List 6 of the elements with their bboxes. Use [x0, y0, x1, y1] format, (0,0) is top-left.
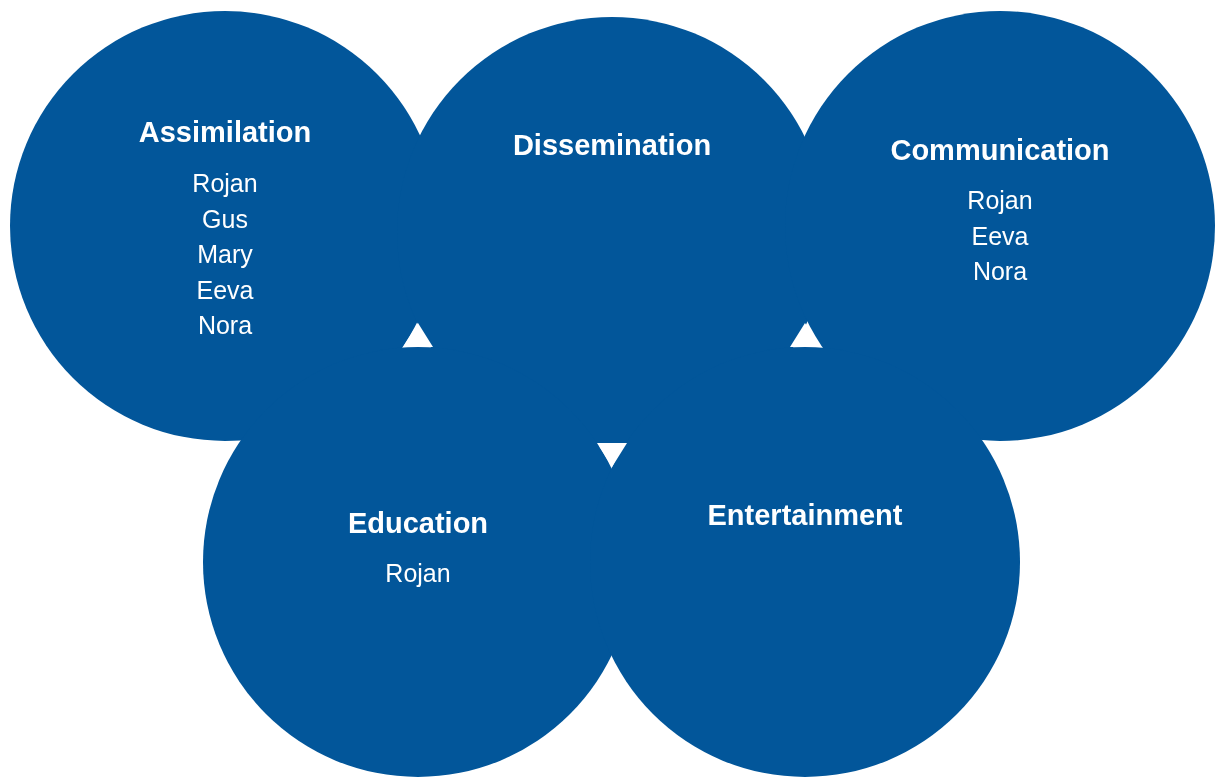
name-list: Rojan [385, 556, 451, 592]
circle-heading: Communication [889, 133, 1111, 167]
name-list: Rojan Eeva Nora [967, 183, 1033, 290]
circle-heading: Assimilation [137, 115, 313, 149]
name-list: Rojan Gus Mary Eeva Nora [192, 166, 258, 344]
circle-heading: Education [346, 506, 490, 540]
